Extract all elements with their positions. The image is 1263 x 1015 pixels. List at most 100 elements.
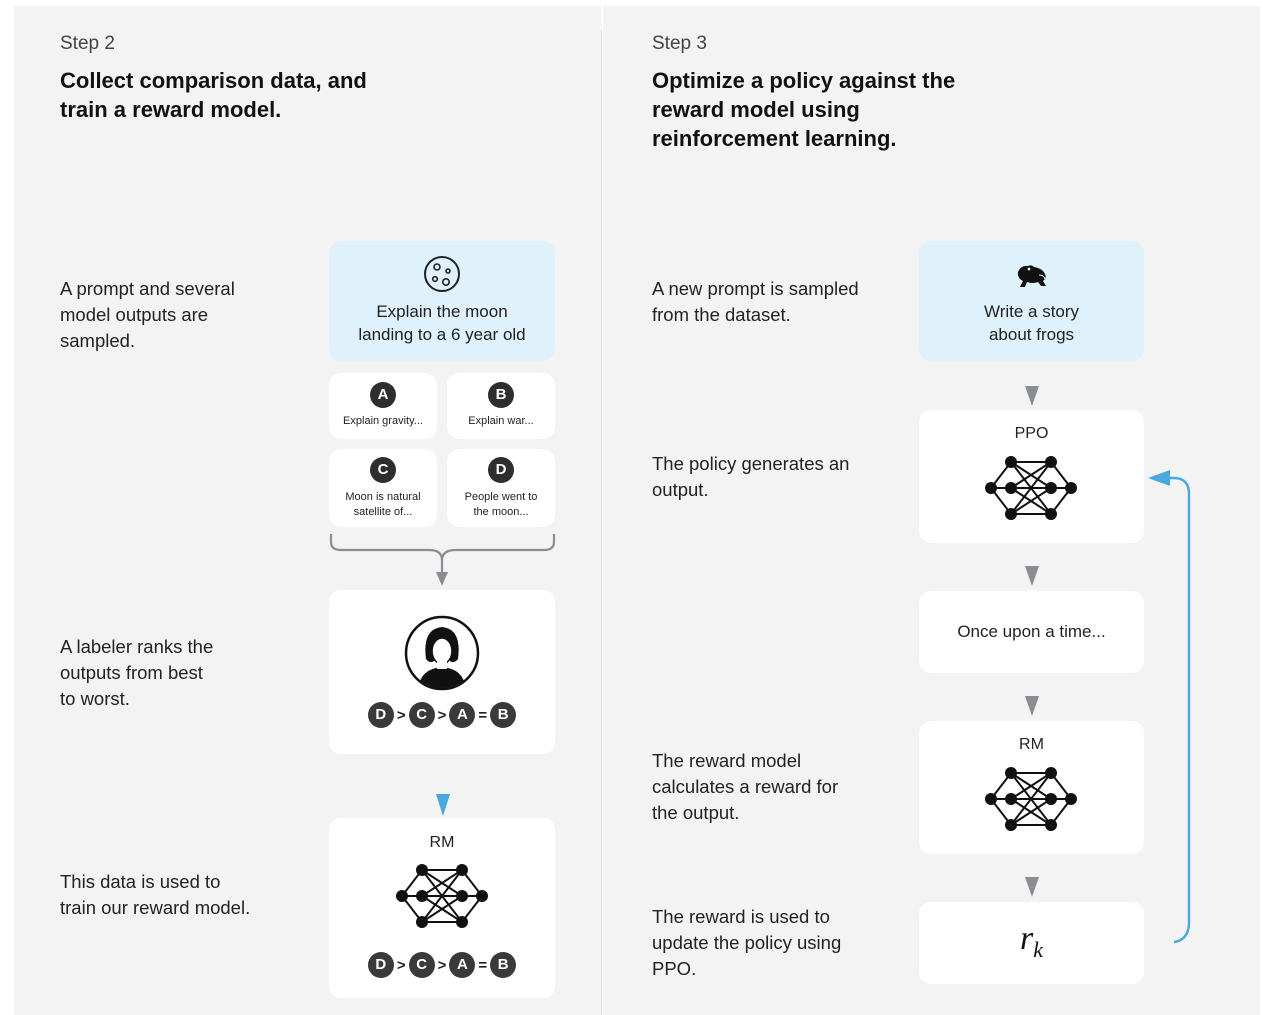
step3-title: Optimize a policy against the reward mod… xyxy=(652,66,955,153)
step2-title: Collect comparison data, and train a rew… xyxy=(60,66,367,124)
rank-badge: D xyxy=(367,702,394,728)
frog-icon xyxy=(1017,265,1046,287)
desc-line: from the dataset. xyxy=(652,304,791,325)
desc-line: A new prompt is sampled xyxy=(652,278,859,299)
labeler-avatar-icon xyxy=(404,615,480,691)
network-node xyxy=(416,864,428,876)
network-node xyxy=(1005,456,1017,468)
ppo-card: PPO xyxy=(919,410,1144,543)
step2-prompt-card: Explain the moon landing to a 6 year old xyxy=(329,241,555,361)
output-line: satellite of... xyxy=(353,506,413,518)
desc-line: output. xyxy=(652,479,709,500)
step2-rm-card: RM D>C>A=B xyxy=(329,818,555,998)
network-node xyxy=(1005,482,1017,494)
neural-network-icon xyxy=(985,767,1077,831)
step3-title-line: reward model using xyxy=(652,97,860,122)
feedback-loop-arrow-icon xyxy=(1148,470,1191,944)
prompt-text: Explain the moon landing to a 6 year old xyxy=(329,300,555,346)
network-node xyxy=(1045,456,1057,468)
output-text: Explain gravity... xyxy=(329,414,437,429)
network-node xyxy=(1065,482,1077,494)
step3-title-line: Optimize a policy against the xyxy=(652,68,956,93)
rank-badge: A xyxy=(449,952,476,978)
network-node xyxy=(1045,819,1057,831)
step3-title-line: reinforcement learning. xyxy=(652,126,897,151)
network-node xyxy=(456,864,468,876)
prompt-line: about frogs xyxy=(988,325,1075,344)
output-text: Once upon a time... xyxy=(957,622,1106,641)
output-card: Once upon a time... xyxy=(919,591,1144,673)
output-card-a: A Explain gravity... xyxy=(329,373,437,439)
rank-badge: D xyxy=(367,952,394,978)
output-card-c: C Moon is natural satellite of... xyxy=(329,449,437,527)
network-node xyxy=(1005,767,1017,779)
neural-network-icon xyxy=(985,456,1077,520)
down-arrow-icon xyxy=(1025,696,1039,716)
output-badge: B xyxy=(488,382,514,408)
network-edge xyxy=(1010,772,1052,826)
step3-desc-prompt: A new prompt is sampled from the dataset… xyxy=(652,276,859,328)
prompt-text: Write a story about frogs xyxy=(919,300,1144,346)
desc-line: A prompt and several xyxy=(60,278,235,299)
rank-badge: A xyxy=(449,702,476,728)
network-node xyxy=(1045,793,1057,805)
step2-label: Step 2 xyxy=(60,33,115,54)
down-arrow-icon xyxy=(436,794,450,816)
rank-badge: B xyxy=(490,702,517,728)
merge-bracket-icon xyxy=(329,534,556,586)
output-card-d: D People went to the moon... xyxy=(447,449,555,527)
network-node xyxy=(1045,508,1057,520)
desc-line: sampled. xyxy=(60,330,136,351)
prompt-line: Explain the moon xyxy=(376,302,508,321)
step2-title-line: train a reward model. xyxy=(60,97,282,122)
step2-desc-sample: A prompt and several model outputs are s… xyxy=(60,276,235,354)
neural-network-icon xyxy=(396,864,488,928)
down-arrow-icon xyxy=(1025,566,1039,586)
step3-label: Step 3 xyxy=(652,33,707,54)
network-node xyxy=(1045,767,1057,779)
step3-desc-policy: The policy generates an output. xyxy=(652,451,849,503)
desc-line: model outputs are xyxy=(60,304,209,325)
network-node xyxy=(1005,793,1017,805)
network-edge xyxy=(421,869,463,923)
output-line: Moon is natural xyxy=(345,491,421,503)
network-node xyxy=(1065,793,1077,805)
network-edge xyxy=(1010,461,1052,515)
rank-badge: B xyxy=(490,952,517,978)
desc-line: calculates a reward for xyxy=(652,776,839,797)
reward-card: rk xyxy=(919,902,1144,984)
output-text: Explain war... xyxy=(447,414,555,429)
moon-icon xyxy=(424,256,460,292)
output-line: People went to xyxy=(464,491,538,503)
prompt-line: Write a story xyxy=(983,302,1080,321)
step3-prompt-card: Write a story about frogs xyxy=(919,241,1144,361)
step3-rm-card: RM xyxy=(919,721,1144,854)
desc-line: the output. xyxy=(652,802,740,823)
network-edge xyxy=(1010,461,1052,489)
network-node xyxy=(476,890,488,902)
network-node xyxy=(396,890,408,902)
network-node xyxy=(416,916,428,928)
down-arrow-icon xyxy=(1025,877,1039,897)
output-line: the moon... xyxy=(473,506,529,518)
rank-sep: = xyxy=(478,706,488,724)
network-node xyxy=(985,482,997,494)
labeler-ranking: D>C>A=B xyxy=(329,702,555,728)
labeler-card: D>C>A=B xyxy=(329,590,555,754)
step2-desc-rank: A labeler ranks the outputs from best to… xyxy=(60,634,213,712)
down-arrow-icon xyxy=(1025,386,1039,406)
output-line: Explain war... xyxy=(468,415,534,427)
output-card-b: B Explain war... xyxy=(447,373,555,439)
rm-label: RM xyxy=(1019,736,1044,753)
output-badge: A xyxy=(370,382,396,408)
reward-subscript: k xyxy=(1033,936,1043,962)
network-edge xyxy=(1010,487,1052,515)
rank-badge: C xyxy=(408,952,435,978)
desc-line: This data is used to xyxy=(60,871,221,892)
step2-title-line: Collect comparison data, and xyxy=(60,68,367,93)
rank-sep: > xyxy=(396,706,406,724)
desc-line: train our reward model. xyxy=(60,897,251,918)
network-node xyxy=(1005,819,1017,831)
desc-line: outputs from best xyxy=(60,662,203,683)
network-node xyxy=(985,793,997,805)
